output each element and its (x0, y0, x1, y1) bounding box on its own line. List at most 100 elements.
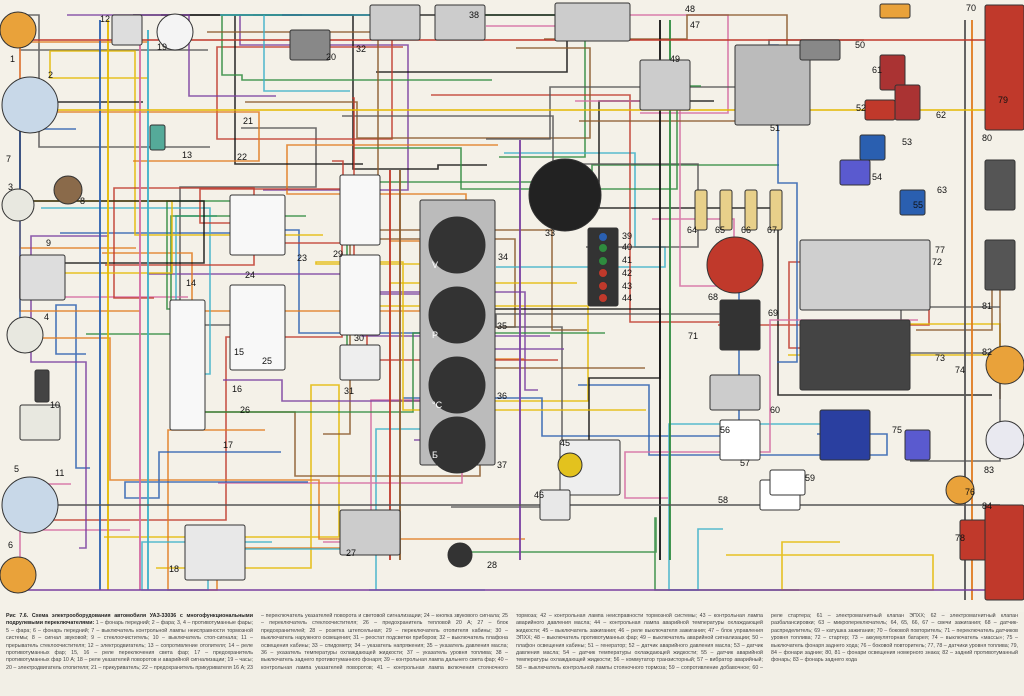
component-label: 33 (545, 228, 555, 238)
wire (223, 348, 564, 402)
component-label: 47 (690, 20, 700, 30)
component-label: 38 (469, 10, 479, 20)
reverse-switch (904, 429, 931, 461)
wire (49, 50, 323, 236)
warning-lamp (598, 256, 608, 266)
wire (624, 319, 918, 499)
component-label: 29 (333, 249, 343, 259)
component-label: 6 (8, 540, 13, 550)
side-repeater-top (879, 3, 911, 19)
component-label: 44 (622, 293, 632, 303)
component-label: 31 (344, 386, 354, 396)
stoplight-switch (34, 369, 50, 403)
battery (799, 319, 911, 391)
component-label: 32 (356, 44, 366, 54)
fog-lamp-left-2 (6, 316, 44, 354)
wire (102, 240, 421, 312)
component-label: 19 (157, 42, 167, 52)
resistor (769, 469, 806, 496)
component-label: 1 (10, 54, 15, 64)
component-label: 26 (240, 405, 250, 415)
ignition-key (557, 452, 583, 478)
relay-block (169, 299, 206, 431)
component-label: 23 (297, 253, 307, 263)
component-label: 54 (872, 172, 882, 182)
component-label: 2 (48, 70, 53, 80)
component-label: 79 (998, 95, 1008, 105)
component-label: 64 (687, 225, 697, 235)
ignition-coil (719, 299, 761, 351)
flasher-relay (184, 524, 246, 581)
wire (67, 14, 276, 97)
component-label: 70 (966, 3, 976, 13)
component-label: 24 (245, 270, 255, 280)
electric-motor (111, 14, 143, 46)
rheostat (339, 344, 381, 381)
component-label: 73 (935, 353, 945, 363)
headlamp-left-2 (1, 476, 59, 534)
valve-balance (894, 84, 921, 121)
headlamp-left (1, 76, 59, 134)
light-switch (339, 254, 381, 336)
gauge-mark: Б (432, 450, 438, 460)
component-label: 8 (80, 196, 85, 206)
wiper-motor (19, 254, 66, 301)
warning-lamp (598, 268, 608, 278)
component-label: 14 (186, 278, 196, 288)
horn (53, 175, 83, 205)
cabin-lamp (799, 39, 841, 61)
component-label: 75 (892, 425, 902, 435)
warning-lamp (598, 243, 608, 253)
component-label: 30 (354, 333, 364, 343)
gauge-mark: V (432, 260, 438, 270)
distributor (706, 236, 764, 294)
wire (104, 384, 340, 569)
wire (578, 384, 888, 456)
warning-lamp (598, 232, 608, 242)
front-lamp-left (0, 11, 37, 49)
component-label: 49 (670, 54, 680, 64)
clock (156, 13, 194, 51)
component-label: 45 (560, 438, 570, 448)
component-label: 4 (44, 312, 49, 322)
component-label: 71 (688, 331, 698, 341)
component-label: 34 (498, 252, 508, 262)
starter-relay (819, 409, 871, 461)
component-label: 63 (937, 185, 947, 195)
valve-epxx (879, 54, 906, 91)
component-label: 27 (346, 548, 356, 558)
component-label: 35 (497, 321, 507, 331)
component-label: 80 (982, 133, 992, 143)
wire (19, 128, 76, 328)
warning-lamp (598, 293, 608, 303)
component-label: 78 (955, 533, 965, 543)
component-labels: 1234567891011121314151617181920212223242… (6, 3, 1008, 574)
component-label: 84 (982, 501, 992, 511)
component-label: 50 (855, 40, 865, 50)
component-label: 58 (718, 495, 728, 505)
plate-light (984, 159, 1016, 211)
speedometer (528, 158, 602, 232)
component-label: 72 (932, 257, 942, 267)
caption-legend: 1 – фонарь передний; 2 – фара; 3, 4 – пр… (6, 613, 1018, 671)
component-label: 81 (982, 301, 992, 311)
component-label: 57 (740, 458, 750, 468)
ecu-epxx (639, 59, 691, 111)
component-label: 74 (955, 365, 965, 375)
rear-fog-switch (434, 4, 486, 41)
gauge (428, 286, 486, 344)
alternator (734, 44, 811, 126)
gauge-mark: P (432, 330, 438, 340)
front-lamp-left-2 (0, 556, 37, 594)
side-repeater (945, 475, 975, 505)
component-label: 66 (741, 225, 751, 235)
component-label: 46 (534, 490, 544, 500)
rear-lamp-top (984, 4, 1024, 131)
component-label: 20 (326, 52, 336, 62)
component-label: 16 (232, 384, 242, 394)
component-label: 41 (622, 255, 632, 265)
component-label: 5 (14, 464, 19, 474)
component-label: 51 (770, 123, 780, 133)
spark-plug (769, 189, 783, 231)
gauge (428, 356, 486, 414)
